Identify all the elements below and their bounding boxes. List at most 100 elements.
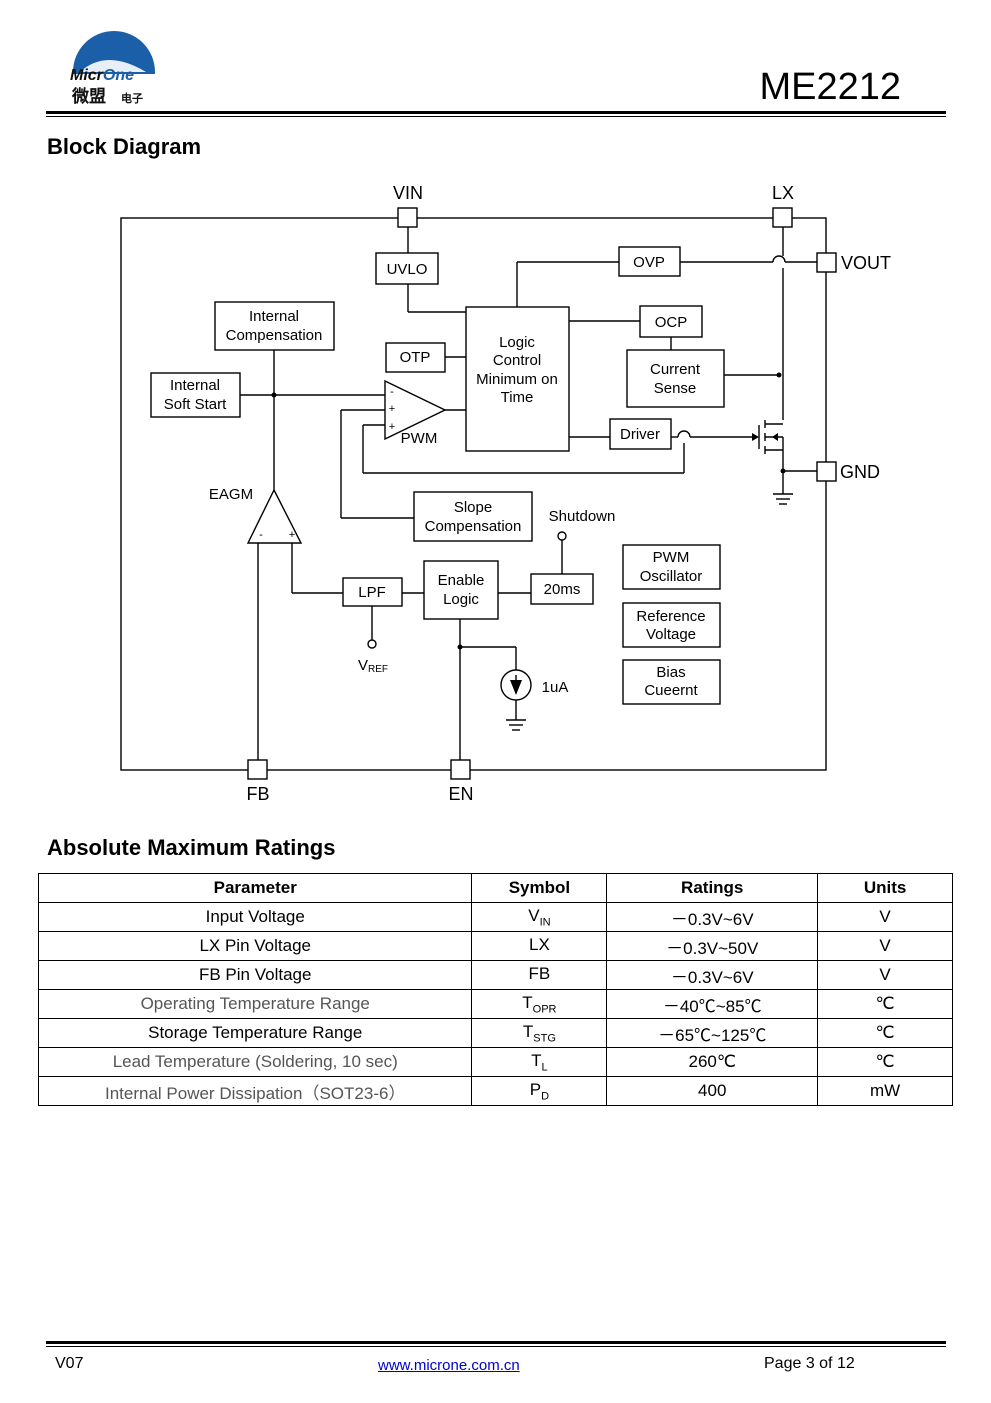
parameter-cell: Lead Temperature (Soldering, 10 sec) <box>37 1047 473 1077</box>
ratings-title: Absolute Maximum Ratings <box>47 835 336 860</box>
col-units: Units <box>817 873 953 903</box>
symbol-subscript: L <box>541 1061 548 1074</box>
symbol-subscript: D <box>541 1090 550 1103</box>
ocp-label: OCP <box>655 314 688 331</box>
svg-text:+: + <box>389 403 395 415</box>
pin-label-vout: VOUT <box>841 253 891 273</box>
svg-text:MicrOne: MicrOne <box>70 67 134 84</box>
bias-current-block <box>622 659 721 705</box>
unit-cell: V <box>817 902 953 932</box>
pin-vout <box>816 252 837 273</box>
symbol-subscript: OPR <box>532 1003 557 1016</box>
header-rule-thin <box>46 116 946 117</box>
shutdown-label: Shutdown <box>549 508 616 525</box>
symbol-text: T <box>531 1050 542 1070</box>
svg-text:-: - <box>390 386 394 398</box>
rating-cell: －0.3V~6V <box>606 902 819 932</box>
unit-cell: V <box>817 960 953 990</box>
website-link[interactable]: www.microne.com.cn <box>378 1357 520 1374</box>
soft-start-label-2: Soft Start <box>164 396 227 413</box>
current-source-label: 1uA <box>542 679 569 696</box>
logic-label-3: Minimum on <box>476 371 558 388</box>
ref-voltage-label-1: Reference <box>636 608 705 625</box>
ratings-table: Parameter Symbol Ratings Units Input Vol… <box>37 873 953 1106</box>
col-parameter: Parameter <box>37 873 473 903</box>
pin-label-vin: VIN <box>393 183 423 203</box>
eagm-amplifier <box>246 488 303 544</box>
symbol-text: V <box>528 905 540 925</box>
pin-gnd <box>816 461 837 482</box>
pin-label-fb: FB <box>246 784 269 804</box>
soft-start-label-1: Internal <box>170 377 220 394</box>
enable-logic-label-1: Enable <box>438 572 485 589</box>
delay-label: 20ms <box>544 581 581 598</box>
rating-cell: －0.3V~50V <box>606 931 819 961</box>
unit-cell: mW <box>817 1076 953 1106</box>
unit-cell: ℃ <box>817 1047 953 1077</box>
rating-cell: －40℃~85℃ <box>606 989 819 1019</box>
pwm-osc-label-2: Oscillator <box>640 568 703 585</box>
unit-cell: V <box>817 931 953 961</box>
internal-comp-label-1: Internal <box>249 308 299 325</box>
pwm-oscillator-block <box>622 544 721 590</box>
eagm-label: EAGM <box>209 486 253 503</box>
symbol-text: P <box>529 1079 542 1099</box>
ovp-label: OVP <box>633 254 665 271</box>
header-rule <box>46 111 946 114</box>
pin-fb <box>247 759 268 780</box>
microne-logo: MicrOne 微盟 电子 <box>70 31 155 107</box>
ref-voltage-label-2: Voltage <box>646 626 696 643</box>
enable-logic-label-2: Logic <box>443 591 479 608</box>
bias-label-1: Bias <box>656 664 685 681</box>
col-ratings: Ratings <box>606 873 819 903</box>
svg-text:微盟: 微盟 <box>71 86 106 107</box>
symbol-text: FB <box>528 963 551 983</box>
bias-label-2: Cueernt <box>644 682 698 699</box>
symbol-subscript: IN <box>539 916 551 929</box>
footer-rule-thin <box>46 1346 946 1347</box>
parameter-cell: FB Pin Voltage <box>37 960 473 990</box>
symbol-text: LX <box>528 934 550 954</box>
slope-comp-label-2: Compensation <box>425 518 522 535</box>
block-diagram-title: Block Diagram <box>47 134 202 159</box>
otp-label: OTP <box>400 349 431 366</box>
pin-label-lx: LX <box>772 183 794 203</box>
symbol-subscript: STG <box>533 1032 556 1045</box>
symbol-cell: TSTG <box>471 1018 608 1048</box>
logic-label-4: Time <box>501 389 534 406</box>
uvlo-block <box>375 252 439 285</box>
symbol-text: T <box>522 992 533 1012</box>
current-sense-label-2: Sense <box>654 380 697 397</box>
symbol-cell: TOPR <box>471 989 608 1019</box>
pin-label-en: EN <box>448 784 473 804</box>
symbol-cell: PD <box>471 1076 608 1106</box>
unit-cell: ℃ <box>817 1018 953 1048</box>
page-number: Page 3 of 12 <box>764 1355 855 1372</box>
symbol-cell: TL <box>471 1047 608 1077</box>
parameter-cell: Storage Temperature Range <box>37 1018 473 1048</box>
pin-vin <box>397 207 418 228</box>
enable-logic-block <box>423 560 499 620</box>
slope-comp-label-1: Slope <box>454 499 492 516</box>
reference-voltage-block <box>622 602 721 648</box>
svg-text:-: - <box>259 529 263 541</box>
block-diagram: VIN LX VOUT GND FB EN UVLO OVP OCP OTP I… <box>120 183 891 804</box>
col-symbol: Symbol <box>471 873 608 903</box>
internal-comp-label-2: Compensation <box>226 327 323 344</box>
ic-outline <box>120 217 827 771</box>
parameter-cell: Input Voltage <box>37 902 473 932</box>
version-label: V07 <box>55 1355 84 1372</box>
symbol-cell: FB <box>471 960 608 990</box>
symbol-text: T <box>522 1021 534 1041</box>
vref-label: VREF <box>358 657 388 675</box>
svg-text:电子: 电子 <box>121 91 143 105</box>
logic-label-1: Logic <box>499 334 535 351</box>
rating-cell: －0.3V~6V <box>606 960 819 990</box>
logic-label-2: Control <box>493 352 541 369</box>
svg-text:+: + <box>389 421 395 433</box>
parameter-cell: LX Pin Voltage <box>37 931 473 961</box>
